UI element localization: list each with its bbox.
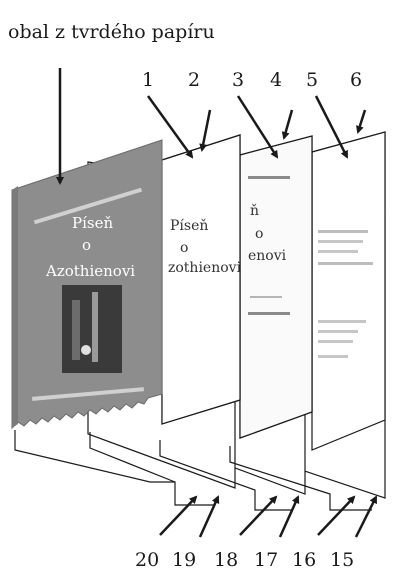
back-sheet-edge — [89, 432, 176, 483]
bottom-label-19: 19 — [172, 549, 196, 571]
arrow-19 — [198, 495, 220, 538]
arrow-4 — [281, 109, 294, 140]
arrow-16 — [317, 495, 356, 536]
page-3-sheet — [239, 135, 313, 439]
cover-material-label: obal z tvrdého papíru — [8, 21, 215, 43]
page-3-content: ň o enovi — [248, 176, 290, 315]
cover-title-line3: Azothienovi — [45, 262, 135, 280]
bottom-label-20: 20 — [135, 549, 159, 571]
bottom-label-18: 18 — [214, 549, 238, 571]
back-sheet-edge — [229, 446, 372, 511]
page-3-line1: ň — [250, 203, 259, 219]
page-5-text-block — [318, 230, 373, 358]
top-label-3: 3 — [232, 69, 244, 91]
arrow-3 — [236, 95, 279, 159]
top-label-5: 5 — [306, 69, 318, 91]
arrow-1 — [146, 95, 194, 159]
arrow-6 — [356, 109, 367, 134]
arrow-18 — [239, 495, 278, 536]
cover-title-line2: o — [82, 236, 91, 254]
page-3-line3: enovi — [248, 248, 287, 264]
arrow-5 — [314, 95, 349, 159]
bottom-label-16: 16 — [292, 549, 316, 571]
page-1-line2: o — [180, 240, 188, 256]
page-1-content: Píseň o zothienovi — [168, 218, 242, 276]
cover-title-line1: Píseň — [72, 214, 113, 232]
page-1-sheet — [161, 134, 241, 425]
page-1-line3: zothienovi — [168, 260, 242, 276]
back-sheet-edge — [14, 430, 215, 506]
top-label-4: 4 — [270, 69, 282, 91]
arrow-20 — [159, 495, 198, 536]
arrow-15 — [354, 495, 378, 538]
cover-ornament-top — [33, 187, 143, 225]
bottom-label-17: 17 — [254, 549, 278, 571]
page-1-line1: Píseň — [170, 218, 208, 234]
back-sheet-edge — [159, 440, 292, 511]
top-label-2: 2 — [188, 69, 200, 91]
page-3-line2: o — [255, 226, 263, 242]
bottom-label-15: 15 — [330, 549, 354, 571]
cover-sheet: Píseň o Azothienovi — [11, 139, 163, 430]
top-label-6: 6 — [350, 69, 362, 91]
top-label-1: 1 — [142, 69, 154, 91]
page-5-sheet — [311, 131, 386, 451]
cover-ornament-bottom — [32, 387, 144, 401]
arrow-2 — [199, 109, 212, 152]
arrow-17 — [278, 495, 300, 538]
